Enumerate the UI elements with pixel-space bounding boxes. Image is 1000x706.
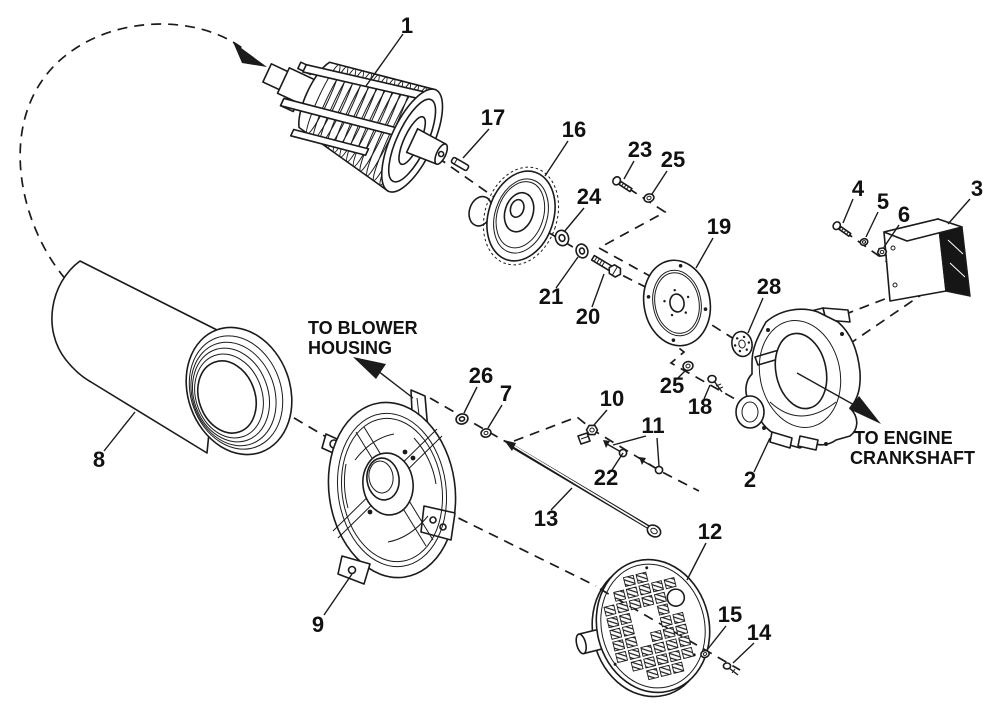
part-nut-25-top	[643, 193, 655, 203]
callout-21: 21	[539, 284, 563, 309]
callout-3: 3	[971, 176, 983, 201]
part-regulator-box	[883, 217, 971, 302]
callout-11: 11	[641, 413, 664, 438]
callout-14: 14	[747, 620, 772, 645]
callout-5: 5	[877, 189, 889, 214]
rotor-slot-wedge-bottom	[289, 128, 370, 157]
callout-1: 1	[401, 13, 413, 38]
callout-18: 18	[688, 394, 712, 419]
to-blower-line2: HOUSING	[308, 338, 392, 358]
callout-10: 10	[600, 386, 624, 411]
part-bolt-20	[590, 254, 622, 278]
part-retainer-disc	[642, 259, 712, 347]
part-nut-6	[876, 247, 888, 257]
callout-24: 24	[577, 184, 602, 209]
callout-16: 16	[562, 117, 586, 142]
callout-26: 26	[469, 363, 493, 388]
part-washer-15	[700, 649, 710, 659]
part-screw-11	[639, 457, 664, 475]
part-rotor-armature	[262, 61, 449, 193]
part-bearing-carrier	[321, 389, 457, 585]
callout-9: 9	[312, 612, 324, 637]
to-crank-line1: TO ENGINE	[854, 428, 953, 448]
cover-hole	[666, 588, 686, 607]
annotation-to-blower-housing: TO BLOWER HOUSING	[308, 318, 418, 399]
callout-4: 4	[852, 176, 865, 201]
part-vent-cover-base	[575, 558, 711, 698]
part-washer-7	[480, 428, 492, 438]
callout-15: 15	[718, 602, 742, 627]
part-washer-21	[575, 243, 589, 259]
callout-12: 12	[698, 519, 722, 544]
to-blower-arrowhead	[353, 357, 386, 379]
part-nut-25-mid	[682, 360, 694, 372]
to-crank-line2: CRANKSHAFT	[850, 448, 975, 468]
callout-17: 17	[481, 105, 505, 130]
part-flange-plate	[731, 330, 753, 358]
part-nut-10	[577, 424, 599, 445]
callout-8: 8	[93, 447, 105, 472]
callout-20: 20	[576, 304, 600, 329]
sweep-arrowhead	[233, 42, 267, 67]
part-pin	[450, 156, 470, 172]
callout-22: 22	[594, 465, 618, 490]
part-blower-housing	[735, 307, 861, 451]
part-fan-gear	[468, 166, 560, 266]
annotation-to-engine-crankshaft: TO ENGINE CRANKSHAFT	[796, 372, 975, 468]
part-screw-23	[612, 175, 633, 193]
part-screw-4	[832, 221, 852, 237]
callout-25-mid: 25	[660, 373, 684, 398]
rotation-sweep-arc	[19, 23, 267, 303]
callout-28: 28	[757, 274, 781, 299]
part-washer-5	[859, 237, 869, 247]
callout-19: 19	[707, 214, 731, 239]
callout-23: 23	[628, 137, 652, 162]
part-screw-18	[707, 374, 724, 393]
part-vent-cover-slots	[603, 566, 696, 681]
callout-13: 13	[534, 506, 558, 531]
part-stator-housing	[51, 260, 293, 456]
to-crank-arrowhead	[849, 396, 881, 424]
callout-labels: 1 17 16 23 25 24 21 20 19 28 4 5 6 3 8 9…	[93, 13, 983, 645]
callout-leader-lines	[103, 33, 971, 664]
callout-7: 7	[500, 381, 512, 406]
callout-2: 2	[744, 467, 756, 492]
callout-6: 6	[898, 202, 910, 227]
part-washer-26	[455, 413, 469, 425]
to-blower-line1: TO BLOWER	[308, 318, 418, 338]
part-washer-24	[554, 229, 570, 247]
callout-25-top: 25	[661, 147, 685, 172]
part-screw-14	[722, 662, 739, 676]
part-stud-rod	[504, 440, 662, 538]
